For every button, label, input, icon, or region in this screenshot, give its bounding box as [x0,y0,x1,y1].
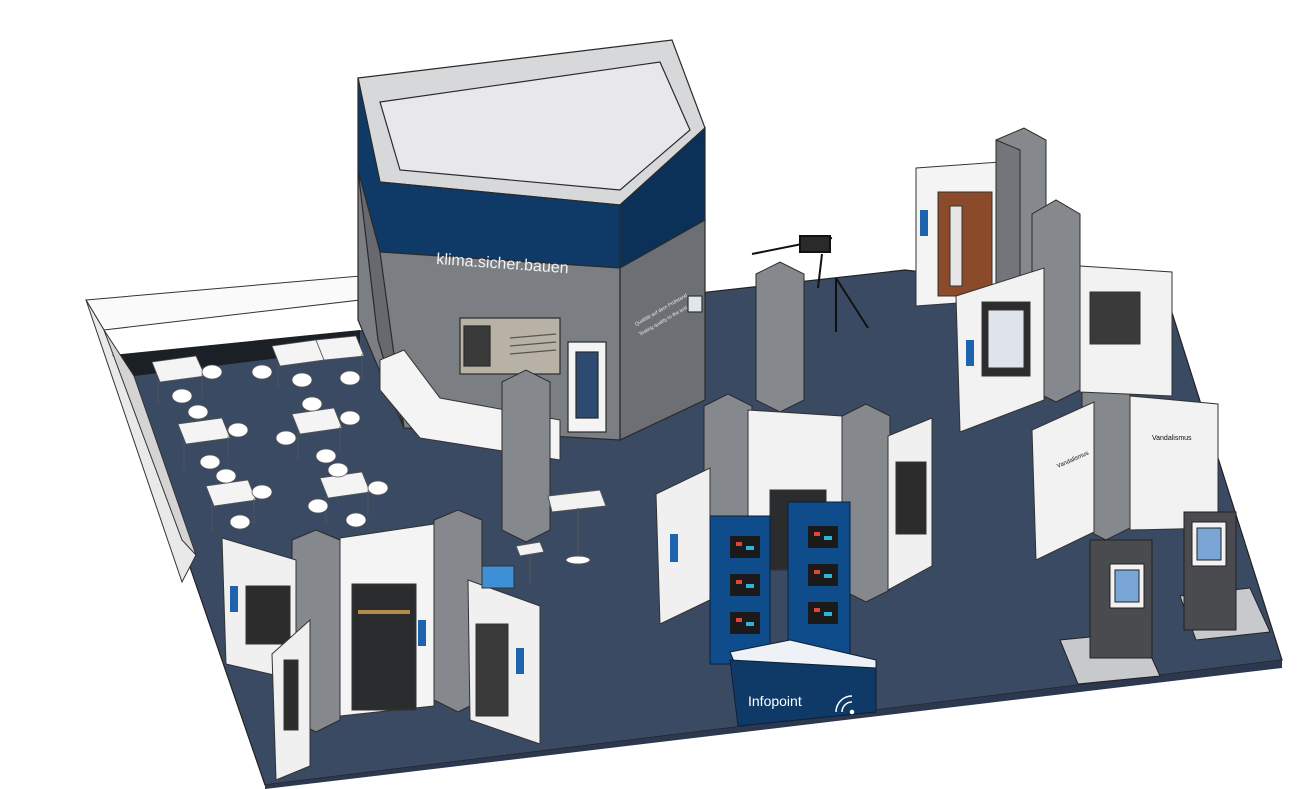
left-perimeter-wall-inner [103,329,197,556]
window-frame [1089,291,1141,345]
wooden-door-window [949,205,963,287]
table [205,479,257,532]
stand-window-glass [1114,569,1140,603]
chairs [171,364,389,530]
double-door [351,583,417,711]
pillar [703,393,753,533]
standing-tables [515,489,607,584]
grey-pillars [291,127,1131,733]
tower-roof-inner [379,61,691,191]
central-tower: klima.sicher.bauen Qualität auf dem Prüf… [357,39,706,441]
wall-accent-panel [230,586,238,612]
wifi-icon [835,695,855,715]
door-display-wall [915,161,1001,307]
floor-edge-front [265,660,1282,789]
cafe-seating-area [151,335,389,532]
table [271,335,365,388]
espresso-machine [463,325,491,367]
front-door-exhibit [221,523,541,781]
pillar [501,369,551,543]
window-frame [283,659,299,731]
blue-glass-panel [481,565,515,589]
stand-window-glass [1196,527,1222,561]
table [291,407,343,460]
window-frame [245,585,291,645]
vandalism-walls: Vandalismus Vandalismus [1031,395,1219,561]
camera-on-tripod [751,235,869,332]
table [177,417,231,470]
screen-highlights [736,532,832,626]
window-display-walls [955,265,1173,433]
display-towers [709,501,851,665]
window-frame [475,623,509,717]
wall-accent-panel [966,340,974,366]
wall-accent-panel [920,210,928,236]
wooden-door [937,191,993,297]
wall-accent-panel [516,648,524,674]
wall-accent-panel [418,620,426,646]
screen-tiles [730,526,838,634]
window-frame [895,461,927,535]
door-kickplate [358,610,410,614]
tower-side-logo [687,295,703,313]
vent-grille [509,333,557,355]
vandalism-label-front: Vandalismus [1152,435,1192,442]
pillar [755,261,805,413]
test-stands [1059,511,1271,685]
wall-accent-panel [670,534,678,562]
infopoint-label: Infopoint [748,693,802,709]
tower-body-side [619,218,706,441]
window-glass [987,309,1025,369]
tower-door-glass [575,351,599,419]
infopoint-counter: Infopoint [729,639,877,727]
left-perimeter-wall-top [85,275,361,331]
